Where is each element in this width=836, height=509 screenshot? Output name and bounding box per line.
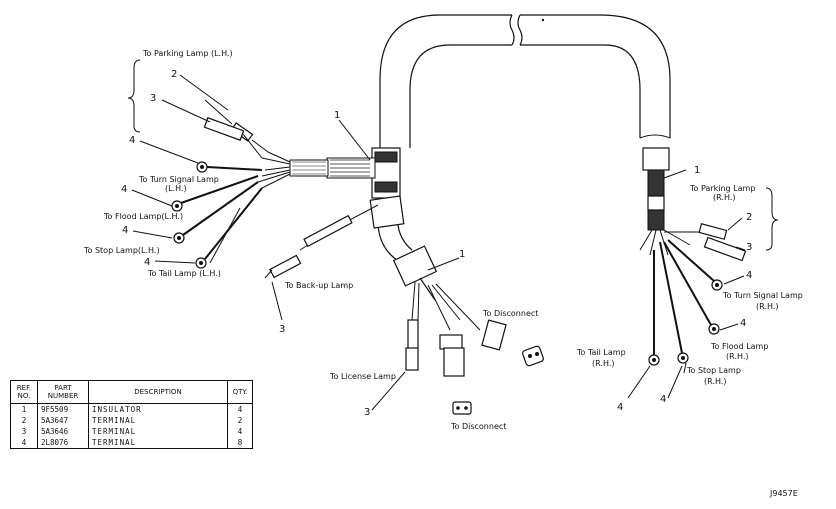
header-description: DESCRIPTION — [88, 380, 228, 404]
figure-id: J9457E — [770, 489, 798, 498]
callout-4-flood-rh: 4 — [740, 318, 746, 329]
header-part-number: PART NUMBER — [37, 380, 89, 404]
cell-part: 2L8076 — [37, 437, 89, 449]
label-disconnect-upper: To Disconnect — [482, 309, 538, 318]
callout-4-stop-rh: 4 — [660, 394, 666, 405]
table-row: 2 5A3647 TERMINAL 2 — [10, 415, 253, 426]
callout-1-left: 1 — [334, 110, 340, 121]
label-flood-lamp-lh: To Flood Lamp(L.H.) — [103, 212, 183, 221]
label-flood-lamp-rh-side: (R.H.) — [726, 352, 748, 361]
cell-qty: 2 — [227, 415, 253, 426]
table-header-row: REF. NO. PART NUMBER DESCRIPTION QTY. — [10, 380, 253, 404]
cell-ref: 2 — [10, 415, 38, 426]
cell-desc: TERMINAL — [88, 437, 228, 449]
left-terminals — [171, 99, 269, 269]
cell-qty: 8 — [227, 437, 253, 449]
label-stop-lamp-rh: To Stop Lamp — [686, 366, 741, 375]
callout-3-license: 3 — [364, 407, 370, 418]
cell-part: 5A3646 — [37, 426, 89, 437]
callout-2-right: 2 — [746, 212, 752, 223]
harness-arch — [379, 14, 671, 148]
cell-qty: 4 — [227, 403, 253, 415]
label-tail-lamp-rh: To Tail Lamp — [576, 348, 626, 357]
header-qty: QTY. — [227, 380, 253, 404]
backup-branch — [264, 204, 379, 279]
harness-labels: To Parking Lamp (L.H.) To Turn Signal La… — [83, 49, 803, 431]
label-stop-lamp-lh: To Stop Lamp(L.H.) — [83, 246, 160, 255]
label-turn-signal-lh-side: (L.H.) — [165, 184, 187, 193]
label-tail-lamp-lh: To Tail Lamp (L.H.) — [147, 269, 221, 278]
cell-part: 5A3647 — [37, 415, 89, 426]
label-backup-lamp: To Back-up Lamp — [284, 281, 353, 290]
table-row: 1 9F5509 INSULATOR 4 — [10, 403, 253, 415]
label-license-lamp: To License Lamp — [329, 372, 396, 381]
cell-desc: INSULATOR — [88, 403, 228, 415]
callout-3-backup: 3 — [279, 324, 285, 335]
cell-part: 9F5509 — [37, 403, 89, 415]
callout-numbers: 1 1 1 2 2 3 3 3 3 4 4 4 4 4 4 4 4 — [121, 69, 752, 418]
label-parking-lamp-rh-side: (R.H.) — [713, 193, 735, 202]
callout-4-turn-lh: 4 — [129, 135, 135, 146]
label-turn-signal-rh-side: (R.H.) — [756, 302, 778, 311]
callout-1-lower: 1 — [459, 249, 465, 260]
table-row: 3 5A3646 TERMINAL 4 — [10, 426, 253, 437]
callout-4-tail-lh: 4 — [144, 257, 150, 268]
lower-insulator — [392, 245, 544, 415]
callout-4-stop-lh: 4 — [122, 225, 128, 236]
label-stop-lamp-rh-side: (R.H.) — [704, 377, 726, 386]
callout-3-right: 3 — [746, 242, 752, 253]
cell-qty: 4 — [227, 426, 253, 437]
label-turn-signal-rh: To Turn Signal Lamp — [722, 291, 803, 300]
right-harness — [639, 147, 747, 366]
callout-2-left: 2 — [171, 69, 177, 80]
left-junction — [257, 147, 413, 263]
callout-4-flood-lh: 4 — [121, 184, 127, 195]
cell-desc: TERMINAL — [88, 426, 228, 437]
callout-3-left: 3 — [150, 93, 156, 104]
table-row: 4 2L8076 TERMINAL 8 — [10, 437, 253, 449]
callout-4-tail-rh: 4 — [617, 402, 623, 413]
callout-leaders — [127, 59, 779, 411]
cell-ref: 3 — [10, 426, 38, 437]
label-disconnect-lower: To Disconnect — [450, 422, 506, 431]
label-parking-lamp-lh: To Parking Lamp (L.H.) — [142, 49, 233, 58]
label-parking-lamp-rh: To Parking Lamp — [689, 184, 755, 193]
parts-table: REF. NO. PART NUMBER DESCRIPTION QTY. 1 … — [10, 380, 253, 449]
cell-ref: 4 — [10, 437, 38, 449]
label-turn-signal-lh: To Turn Signal Lamp — [138, 175, 219, 184]
label-flood-lamp-rh: To Flood Lamp — [710, 342, 768, 351]
callout-1-right: 1 — [694, 165, 700, 176]
cell-ref: 1 — [10, 403, 38, 415]
callout-4-turn-rh: 4 — [746, 270, 752, 281]
header-ref-no: REF. NO. — [10, 380, 38, 404]
label-tail-lamp-rh-side: (R.H.) — [592, 359, 614, 368]
cell-desc: TERMINAL — [88, 415, 228, 426]
